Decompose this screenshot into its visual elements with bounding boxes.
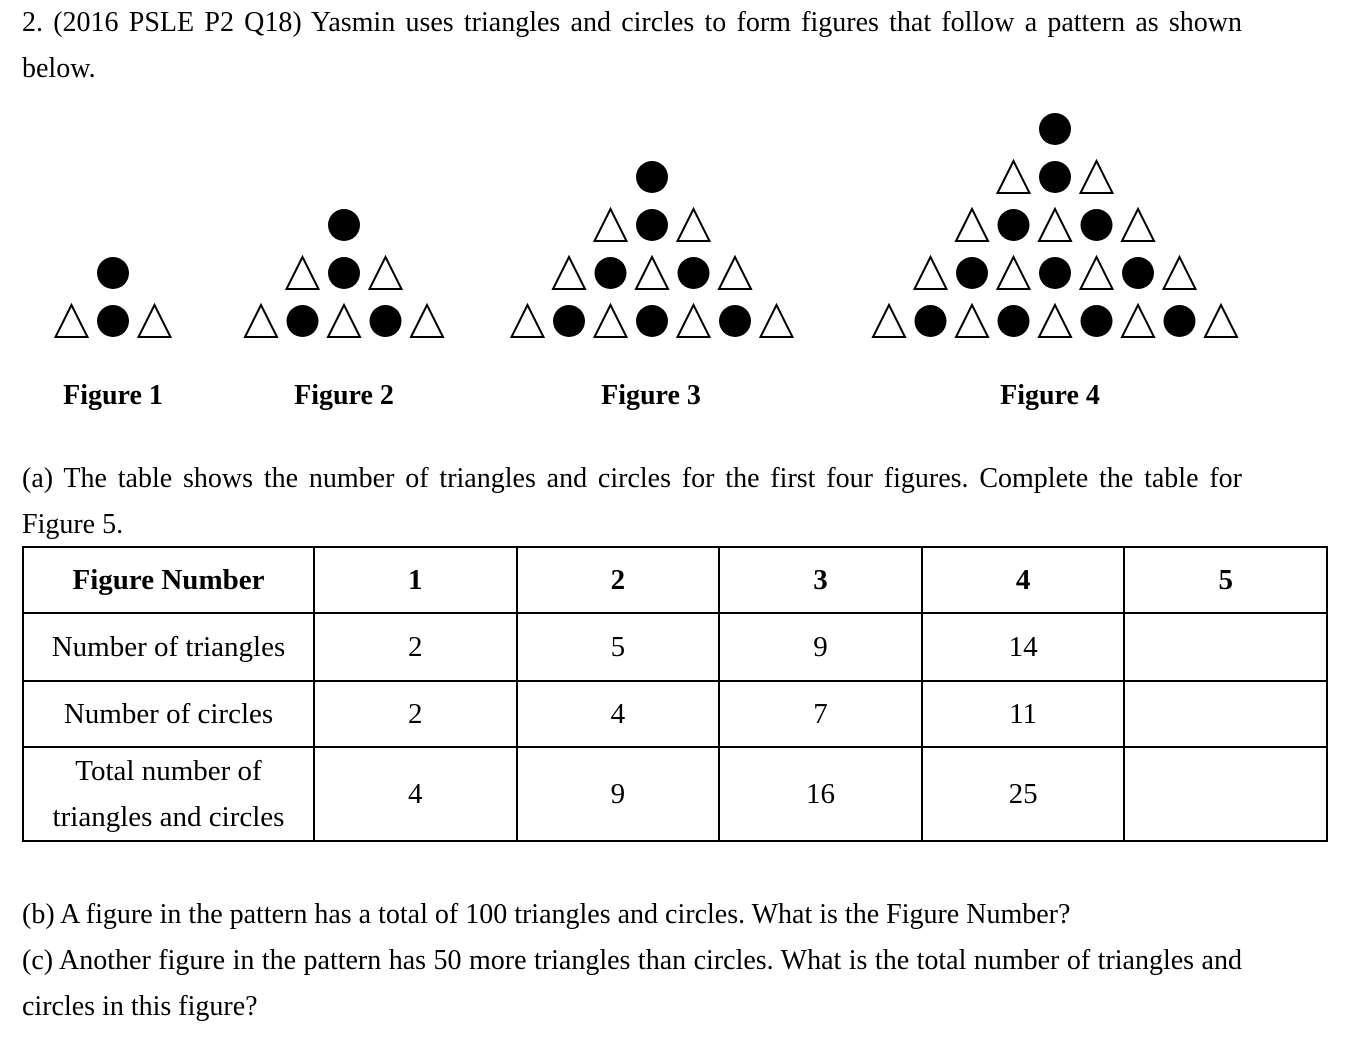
triangle-shape xyxy=(326,302,362,338)
circle-shape xyxy=(997,305,1030,337)
triangle-shape xyxy=(675,302,712,338)
triangle-shape xyxy=(409,302,445,338)
circle-shape xyxy=(328,257,360,289)
triangle-shape xyxy=(1037,302,1073,338)
triangle-shape xyxy=(1078,158,1115,194)
question-intro: 2. (2016 PSLE P2 Q18) Yasmin uses triang… xyxy=(22,7,1242,84)
circle-shape xyxy=(636,209,668,241)
circle-shape xyxy=(997,209,1030,241)
circle-shape xyxy=(1080,209,1113,241)
figure-1-label: Figure 1 xyxy=(63,380,163,411)
table-cell: 11 xyxy=(920,680,1126,748)
triangle-shape xyxy=(1161,254,1198,290)
triangle-shape xyxy=(954,206,990,242)
table-header-cell: 4 xyxy=(920,546,1126,614)
table-row-total: Total number of triangles and circles 4 … xyxy=(22,746,1328,842)
table-cell: 4 xyxy=(515,680,721,748)
question-part-b: (b) A figure in the pattern has a total … xyxy=(22,899,1071,930)
table-header-cell: 1 xyxy=(313,546,518,614)
figure-2-label: Figure 2 xyxy=(294,380,394,411)
pattern-table: Figure Number 1 2 3 4 5 Number of triang… xyxy=(22,546,1328,842)
table-header-cell: 3 xyxy=(718,546,923,614)
answer-cell-circles-figure-5[interactable] xyxy=(1123,680,1328,748)
circle-shape xyxy=(956,257,988,289)
table-row-circles: Number of circles 2 4 7 11 xyxy=(22,680,1328,748)
circle-shape xyxy=(719,305,751,337)
triangle-shape xyxy=(551,254,587,290)
triangle-shape xyxy=(284,254,321,290)
circle-shape xyxy=(97,257,129,289)
triangle-shape xyxy=(509,302,546,338)
circle-shape xyxy=(1122,257,1154,289)
triangle-shape xyxy=(871,302,907,338)
circle-shape xyxy=(1163,305,1196,337)
row-label-total: Total number of triangles and circles xyxy=(22,746,315,842)
table-header-row: Figure Number 1 2 3 4 5 xyxy=(22,546,1328,614)
answer-cell-triangles-figure-5[interactable] xyxy=(1123,612,1328,682)
triangle-shape xyxy=(592,206,629,242)
circle-shape xyxy=(553,305,585,337)
circle-shape xyxy=(636,305,668,337)
table-cell: 2 xyxy=(313,680,518,748)
circle-shape xyxy=(594,257,627,289)
pattern-figures xyxy=(53,113,1239,338)
figure-3-label: Figure 3 xyxy=(601,380,701,411)
triangle-shape xyxy=(1120,206,1156,242)
question-part-c: (c) Another figure in the pattern has 50… xyxy=(22,945,1242,1022)
triangle-shape xyxy=(592,302,629,338)
table-cell: 25 xyxy=(920,746,1126,842)
row-label-circles: Number of circles xyxy=(22,680,315,748)
circle-shape xyxy=(914,305,947,337)
table-cell: 14 xyxy=(920,612,1126,682)
triangle-shape xyxy=(634,254,670,290)
table-cell: 4 xyxy=(313,746,518,842)
circle-shape xyxy=(286,305,319,337)
triangle-shape xyxy=(717,254,753,290)
question-part-a: (a) The table shows the number of triang… xyxy=(22,463,1242,540)
triangle-shape xyxy=(995,158,1032,194)
triangle-shape xyxy=(995,254,1032,290)
triangle-shape xyxy=(912,254,949,290)
circle-shape xyxy=(677,257,710,289)
table-cell: 9 xyxy=(515,746,721,842)
table-cell: 16 xyxy=(718,746,923,842)
triangle-shape xyxy=(243,302,279,338)
table-header-cell: 2 xyxy=(515,546,721,614)
triangle-shape xyxy=(1078,254,1115,290)
table-header-cell: Figure Number xyxy=(22,546,315,614)
triangle-shape xyxy=(367,254,404,290)
circle-shape xyxy=(1039,113,1071,145)
answer-cell-total-figure-5[interactable] xyxy=(1123,746,1328,842)
circle-shape xyxy=(636,161,668,193)
triangle-shape xyxy=(954,302,990,338)
figure-4-label: Figure 4 xyxy=(1000,380,1100,411)
row-label-triangles: Number of triangles xyxy=(22,612,315,682)
table-row-triangles: Number of triangles 2 5 9 14 xyxy=(22,612,1328,682)
table-cell: 2 xyxy=(313,612,518,682)
triangle-shape xyxy=(675,206,712,242)
table-header-cell: 5 xyxy=(1123,546,1328,614)
triangle-shape xyxy=(1037,206,1073,242)
circle-shape xyxy=(328,209,360,241)
triangle-shape xyxy=(1203,302,1239,338)
circle-shape xyxy=(97,305,129,337)
triangle-shape xyxy=(53,302,90,338)
circle-shape xyxy=(1039,257,1071,289)
circle-shape xyxy=(369,305,402,337)
table-cell: 7 xyxy=(718,680,923,748)
circle-shape xyxy=(1080,305,1113,337)
table-cell: 5 xyxy=(515,612,721,682)
circle-shape xyxy=(1039,161,1071,193)
table-cell: 9 xyxy=(718,612,923,682)
triangle-shape xyxy=(136,302,173,338)
triangle-shape xyxy=(758,302,795,338)
triangle-shape xyxy=(1120,302,1156,338)
